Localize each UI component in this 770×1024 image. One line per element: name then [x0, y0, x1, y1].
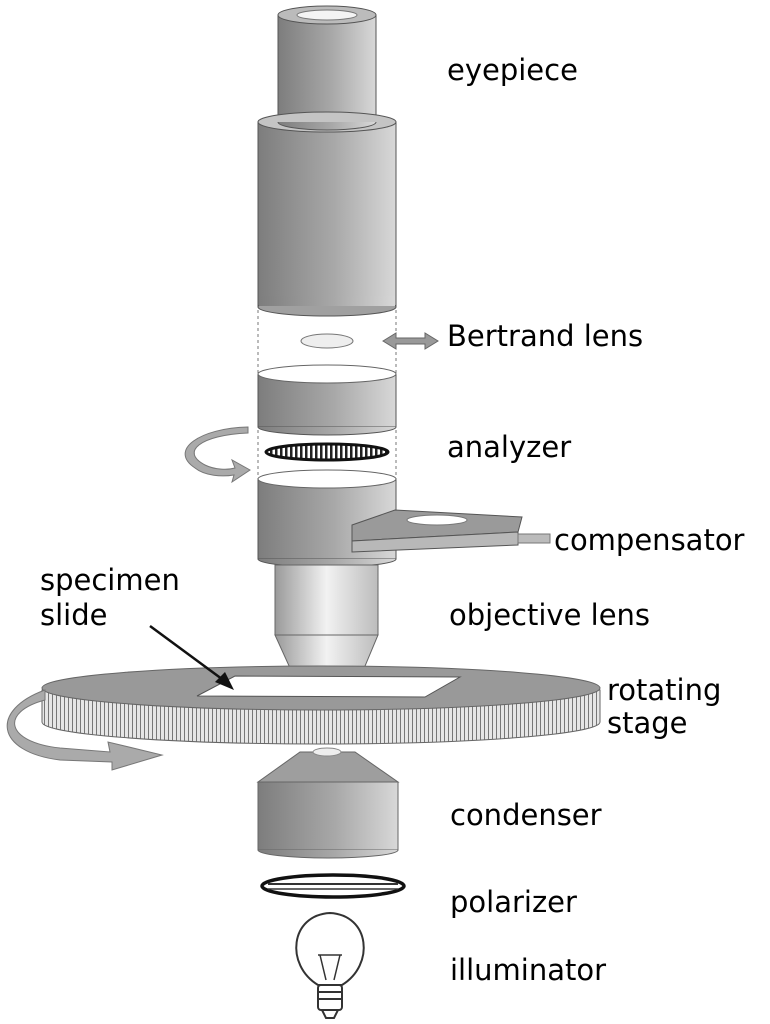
label-polarizer: polarizer — [450, 885, 577, 919]
label-condenser: condenser — [450, 798, 602, 832]
label-illuminator: illuminator — [450, 953, 606, 987]
polarizer-filter — [260, 873, 406, 899]
label-analyzer: analyzer — [447, 430, 571, 464]
label-objective-lens: objective lens — [449, 598, 650, 632]
label-compensator: compensator — [554, 523, 745, 557]
analyzer-filter — [264, 442, 390, 462]
label-slide: slide — [40, 598, 107, 632]
specimen-slide — [196, 675, 462, 698]
slide-pointer-arrow — [149, 624, 234, 690]
rotating-stage-part — [41, 665, 601, 745]
double-arrow-icon — [382, 332, 439, 350]
analyzer-housing-upper — [257, 364, 397, 436]
condenser-part — [256, 747, 400, 859]
rotate-arrow-icon — [184, 426, 251, 484]
label-bertrand-lens: Bertrand lens — [447, 319, 643, 353]
stage-rotate-arrow-icon — [6, 689, 164, 771]
label-specimen: specimen — [40, 563, 180, 597]
label-rotating: rotating — [607, 673, 721, 707]
bertrand-lens — [300, 333, 354, 349]
label-eyepiece: eyepiece — [447, 53, 578, 87]
compensator-plate — [351, 509, 551, 553]
body-tube — [257, 111, 397, 317]
label-stage: stage — [607, 706, 688, 740]
eyepiece-part — [277, 5, 377, 126]
light-bulb-icon — [295, 911, 365, 1019]
